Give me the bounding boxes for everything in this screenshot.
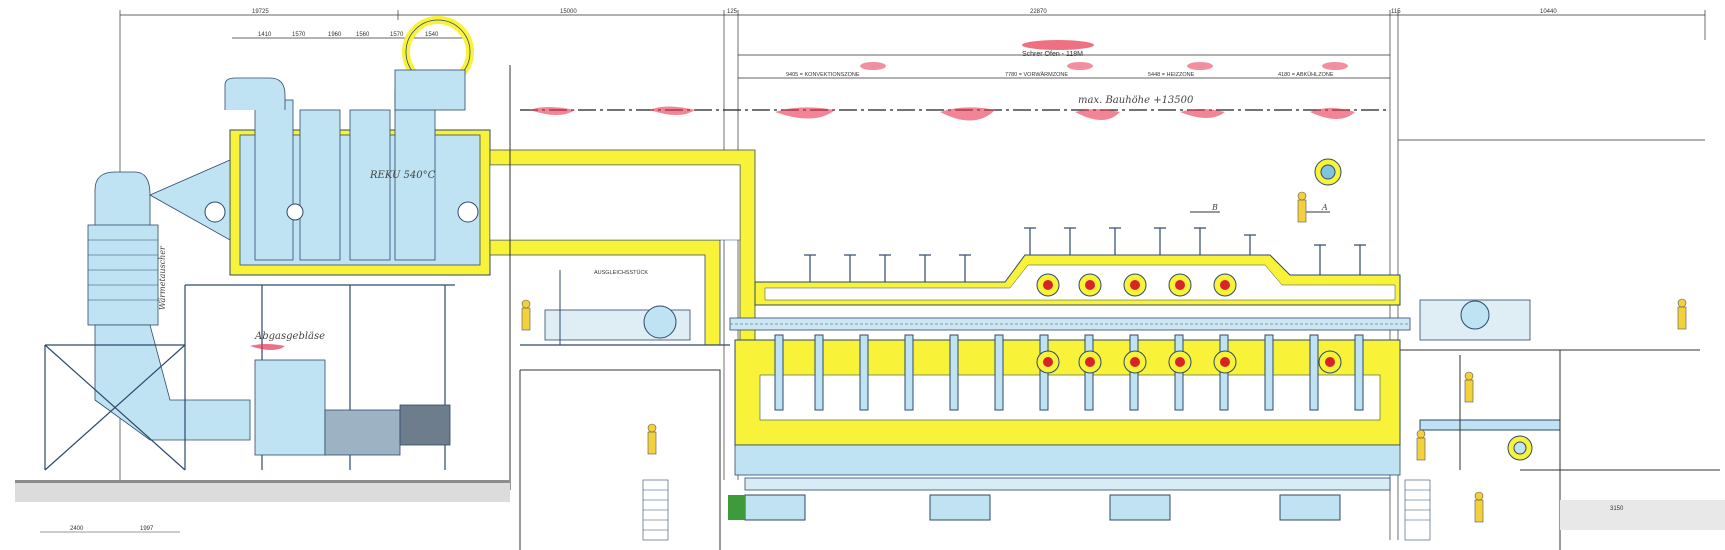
top-dimension-texts: 19725 15000 125 22870 115 10440 1410 157… (252, 9, 1557, 38)
svg-text:115: 115 (1391, 9, 1401, 15)
svg-text:1560: 1560 (356, 32, 370, 38)
upper-heating-rods (804, 227, 1366, 282)
top-indicator (1314, 158, 1342, 186)
svg-text:B: B (1211, 203, 1218, 212)
furnace-body (729, 254, 1411, 491)
svg-text:1960: 1960 (328, 32, 342, 38)
svg-text:15000: 15000 (560, 9, 577, 15)
entry-machinery: AUSGLEICHSSTÜCK (520, 269, 730, 346)
svg-text:125: 125 (727, 9, 738, 15)
zone-label-heating: 5448 = HEIZZONE (1148, 72, 1195, 78)
svg-text:19725: 19725 (252, 9, 269, 15)
svg-text:2400: 2400 (70, 526, 84, 532)
svg-text:3150: 3150 (1610, 506, 1624, 512)
zone-label-cooling: 4180 = ABKÜHLZONE (1278, 71, 1334, 78)
section-markers: B A (1190, 203, 1330, 213)
svg-text:1540: 1540 (425, 32, 439, 38)
svg-text:22870: 22870 (1030, 9, 1047, 15)
platform-label: AUSGLEICHSSTÜCK (594, 269, 648, 276)
stairs (642, 479, 1431, 541)
bottom-dimensions: 2400 1997 3150 (40, 506, 1624, 533)
svg-text:1410: 1410 (258, 32, 272, 38)
recuperator-label: REKU 540°C (369, 170, 436, 181)
svg-text:A: A (1321, 203, 1328, 212)
svg-text:1570: 1570 (390, 32, 404, 38)
zone-labels: 9405 = KONVEKTIONSZONE 7780 = VORWÄRMZON… (786, 71, 1334, 78)
exhaust-fan: Abgasgebläse (250, 331, 451, 456)
heat-exchanger: Wärmetauscher (87, 171, 251, 441)
zone-label-convection: 9405 = KONVEKTIONSZONE (786, 72, 860, 78)
max-height-label: max. Bauhöhe +13500 (1078, 95, 1194, 106)
red-highlight-mark (1022, 40, 1094, 50)
heat-exchanger-label: Wärmetauscher (158, 245, 167, 310)
svg-text:1997: 1997 (140, 526, 154, 532)
ground (15, 480, 1725, 530)
lower-burners (1036, 350, 1342, 374)
upper-burners (1036, 273, 1237, 297)
oven-length-label: Schrer Ofen - 118M (1022, 51, 1083, 58)
svg-text:1570: 1570 (292, 32, 306, 38)
zone-red-marks (860, 62, 1348, 70)
svg-text:10440: 10440 (1540, 9, 1557, 15)
drive-units (728, 494, 1341, 521)
height-red-marks (530, 106, 1355, 121)
recuperator-unit: REKU 540°C (149, 16, 491, 276)
exhaust-label: Abgasgebläse (254, 331, 325, 342)
worker-figures (521, 191, 1687, 523)
exit-machinery (1419, 299, 1561, 461)
zone-label-preheat: 7780 = VORWÄRMZONE (1005, 71, 1068, 78)
building-outline (509, 65, 1720, 550)
